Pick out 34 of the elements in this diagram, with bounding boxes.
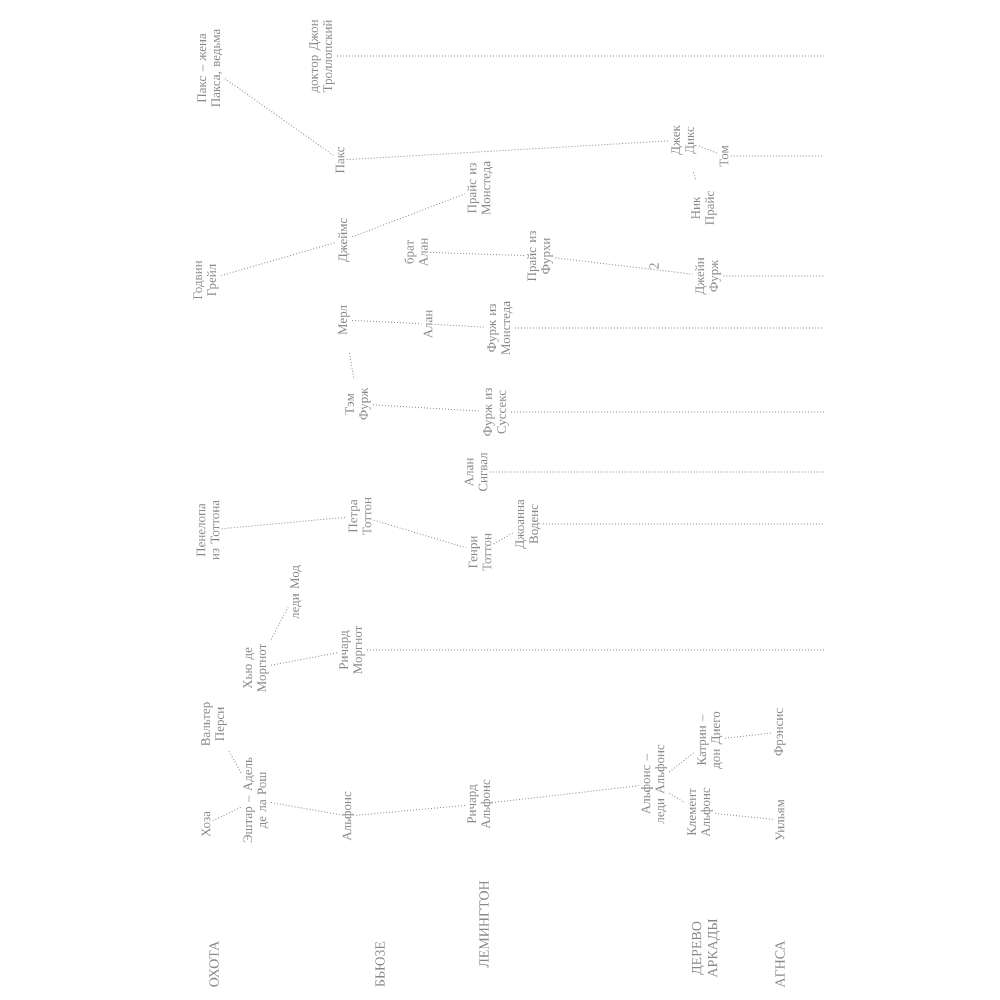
dotted-line (724, 732, 773, 739)
dotted-line (554, 257, 694, 275)
dotted-line (212, 806, 242, 822)
dotted-line (510, 411, 825, 413)
dotted-line (494, 785, 640, 803)
dotted-line (693, 171, 697, 181)
dotted-line (434, 323, 486, 328)
dotted-line (429, 251, 526, 256)
dotted-line (542, 523, 825, 525)
dotted-line (366, 649, 825, 651)
dotted-line (668, 751, 696, 773)
dotted-line (348, 351, 355, 379)
dotted-line (228, 750, 242, 774)
dotted-line (372, 404, 482, 412)
dotted-line (221, 516, 347, 530)
dotted-line (336, 55, 825, 57)
dotted-line (668, 792, 686, 804)
dotted-line (722, 275, 825, 277)
dotted-line (351, 193, 466, 238)
dotted-line (730, 155, 825, 157)
dotted-line (489, 471, 825, 473)
dotted-line (220, 241, 337, 277)
dotted-line (351, 319, 422, 325)
dotted-line (224, 78, 334, 156)
dotted-line (698, 145, 718, 154)
dotted-line (514, 327, 825, 329)
dotted-line (493, 532, 514, 545)
dotted-line (270, 802, 341, 816)
dotted-line (270, 652, 338, 666)
dotted-line (373, 519, 467, 549)
dotted-line (714, 813, 774, 820)
dotted-line (355, 804, 466, 816)
dotted-line (270, 606, 289, 640)
dotted-line (346, 140, 670, 161)
